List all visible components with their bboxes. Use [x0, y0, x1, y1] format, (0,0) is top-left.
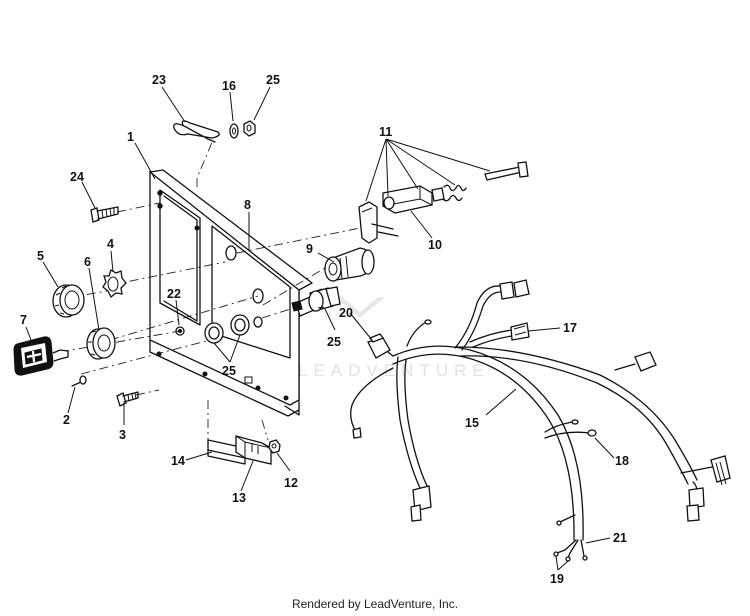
callout-19: 19 [550, 572, 564, 586]
watermark-text: LEADVENTURE [298, 361, 490, 380]
wiring-harness [350, 279, 731, 562]
callout-21: 21 [613, 531, 627, 545]
callout-4: 4 [107, 237, 114, 251]
callout-22: 22 [167, 287, 181, 301]
hex-nut-top [243, 120, 256, 137]
callout-20: 20 [339, 306, 353, 320]
callout-25-top: 25 [266, 73, 280, 87]
callout-10: 10 [428, 238, 442, 252]
watermark: LEADVENTURE [298, 297, 490, 380]
callout-6: 6 [84, 255, 91, 269]
mounting-panel [149, 169, 313, 417]
callout-17: 17 [563, 321, 577, 335]
rotary-switch [324, 247, 375, 282]
callout-12: 12 [284, 476, 298, 490]
lock-washer [229, 123, 239, 139]
terminal-block [235, 435, 272, 465]
toggle-switch [291, 286, 341, 317]
callout-8: 8 [244, 198, 251, 212]
callout-14: 14 [171, 454, 185, 468]
callout-3: 3 [119, 428, 126, 442]
ignition-switch-assembly [358, 161, 529, 244]
screw-24 [90, 206, 119, 223]
callout-15: 15 [465, 416, 479, 430]
ignition-key [13, 336, 69, 376]
callout-25-right: 25 [327, 335, 341, 349]
callout-23: 23 [152, 73, 166, 87]
callout-7: 7 [20, 313, 27, 327]
screw-3 [116, 391, 139, 407]
callout-18: 18 [615, 454, 629, 468]
footer-credit: Rendered by LeadVenture, Inc. [291, 597, 459, 611]
screw-2 [71, 375, 87, 387]
callout-5: 5 [37, 249, 44, 263]
callout-labels: 23 16 25 1 11 24 8 9 10 5 4 6 22 7 20 17… [20, 73, 629, 586]
hex-nut-5 [52, 284, 85, 318]
callout-25-bottom: 25 [222, 364, 236, 378]
callout-11: 11 [379, 125, 392, 139]
callout-13: 13 [232, 491, 246, 505]
nut-12 [268, 439, 281, 454]
star-washer [102, 269, 127, 299]
bezel-ring [86, 327, 116, 360]
callout-24: 24 [70, 170, 84, 184]
callout-16: 16 [222, 79, 236, 93]
callout-1: 1 [127, 130, 134, 144]
wire-clip [173, 120, 220, 143]
callout-2: 2 [63, 413, 70, 427]
leader-lines [25, 86, 615, 571]
callout-9: 9 [306, 242, 313, 256]
